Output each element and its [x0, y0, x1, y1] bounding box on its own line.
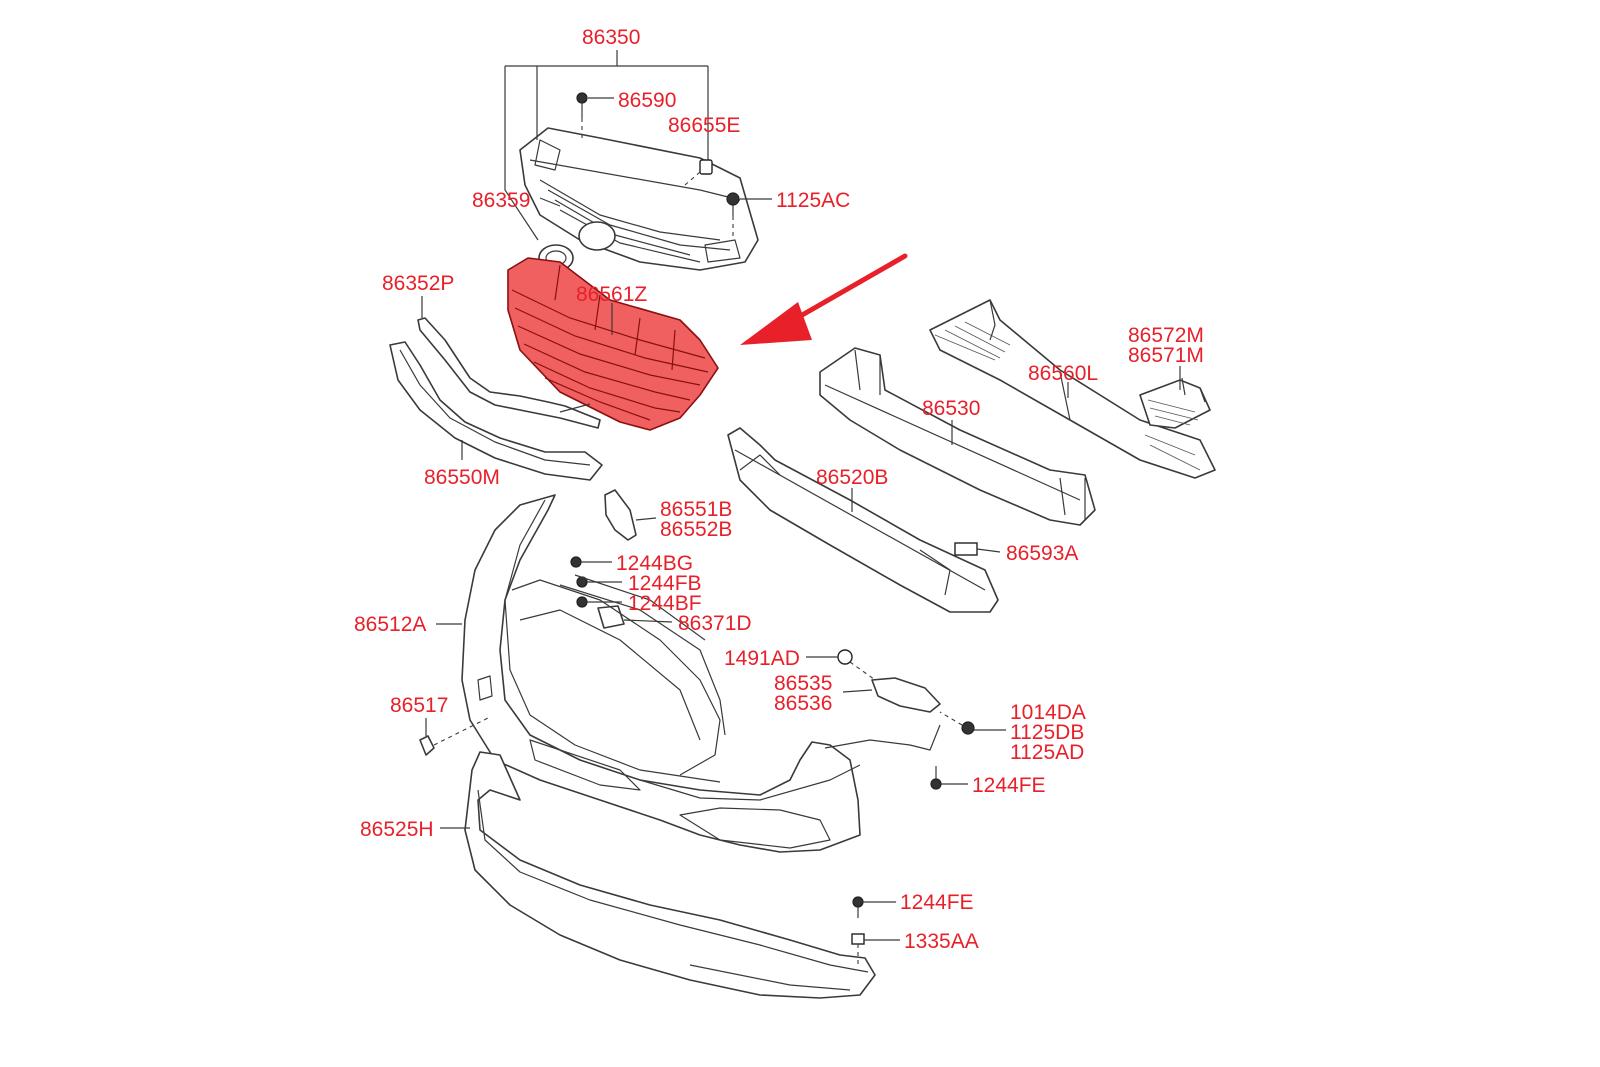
- label-86530: 86530: [922, 397, 980, 420]
- label-86512A: 86512A: [354, 613, 426, 636]
- label-86359: 86359: [472, 189, 530, 212]
- label-86572M: 86572M: [1128, 324, 1204, 347]
- label-86655E: 86655E: [668, 114, 740, 137]
- label-86560L: 86560L: [1028, 362, 1098, 385]
- leader-86359: [539, 197, 561, 207]
- leader-86560L-86572M: [1067, 366, 1181, 398]
- highlighted-grille-86561Z: [507, 257, 719, 431]
- leaders-garnish: [421, 296, 591, 460]
- label-86517: 86517: [390, 694, 448, 717]
- screw-1244FB: [576, 576, 622, 588]
- label-86590: 86590: [618, 89, 676, 112]
- nut-1491AD: [806, 649, 879, 683]
- label-1014DA: 1014DA: [1010, 701, 1086, 724]
- screw-1244FE-a: [930, 766, 968, 790]
- leader-86350: [504, 50, 709, 241]
- absorber-86572M: [1139, 377, 1211, 429]
- label-86352P: 86352P: [382, 272, 454, 295]
- garnish-86352P: [417, 317, 601, 429]
- label-86571M: 86571M: [1128, 344, 1204, 367]
- label-86561Z: 86561Z: [576, 283, 647, 306]
- bracket-86551B: [604, 489, 657, 541]
- upper-grille-assembly: [519, 127, 759, 271]
- label-86350: 86350: [582, 26, 640, 49]
- label-86550M: 86550M: [424, 466, 500, 489]
- label-1125AC: 1125AC: [776, 189, 850, 212]
- garnish-86550M: [389, 341, 603, 481]
- lower-skirt-86525H: [464, 751, 876, 999]
- label-1491AD: 1491AD: [724, 647, 800, 670]
- label-86552B: 86552B: [660, 518, 732, 541]
- beam-86560L: [929, 299, 1216, 479]
- label-1244BF: 1244BF: [628, 592, 702, 615]
- label-1244FE-b: 1244FE: [900, 891, 974, 914]
- screw-1014DA: [939, 711, 1006, 735]
- clip-1335AA: [851, 933, 900, 965]
- label-1125AD: 1125AD: [1010, 741, 1084, 764]
- beam-86520B: [727, 427, 999, 613]
- label-86593A: 86593A: [1006, 542, 1078, 565]
- label-86536: 86536: [774, 692, 832, 715]
- label-1335AA: 1335AA: [904, 930, 979, 953]
- label-1244FB: 1244FB: [628, 572, 702, 595]
- label-86525H: 86525H: [360, 818, 434, 841]
- label-86520B: 86520B: [816, 466, 888, 489]
- label-1244BG: 1244BG: [616, 552, 693, 575]
- screw-1244FE-b: [852, 896, 896, 918]
- cap-86517: [419, 717, 489, 756]
- pointer-arrow: [740, 253, 908, 345]
- clip-86593A: [954, 542, 1001, 556]
- bumper-cover-86512A: [461, 494, 941, 853]
- screw-86590: [576, 92, 614, 138]
- label-1244FE-a: 1244FE: [972, 774, 1046, 797]
- clip-86655E: [684, 159, 713, 186]
- label-1125DB: 1125DB: [1010, 721, 1084, 744]
- bracket-86535: [842, 677, 941, 713]
- part-labels: 86350 86590 86655E 86359 1125AC 86352P 8…: [354, 26, 1204, 953]
- bolt-1125AC: [726, 192, 772, 240]
- screw-1244BG: [570, 556, 612, 568]
- label-86371D: 86371D: [678, 612, 752, 635]
- label-86535: 86535: [774, 672, 832, 695]
- label-86551B: 86551B: [660, 498, 732, 521]
